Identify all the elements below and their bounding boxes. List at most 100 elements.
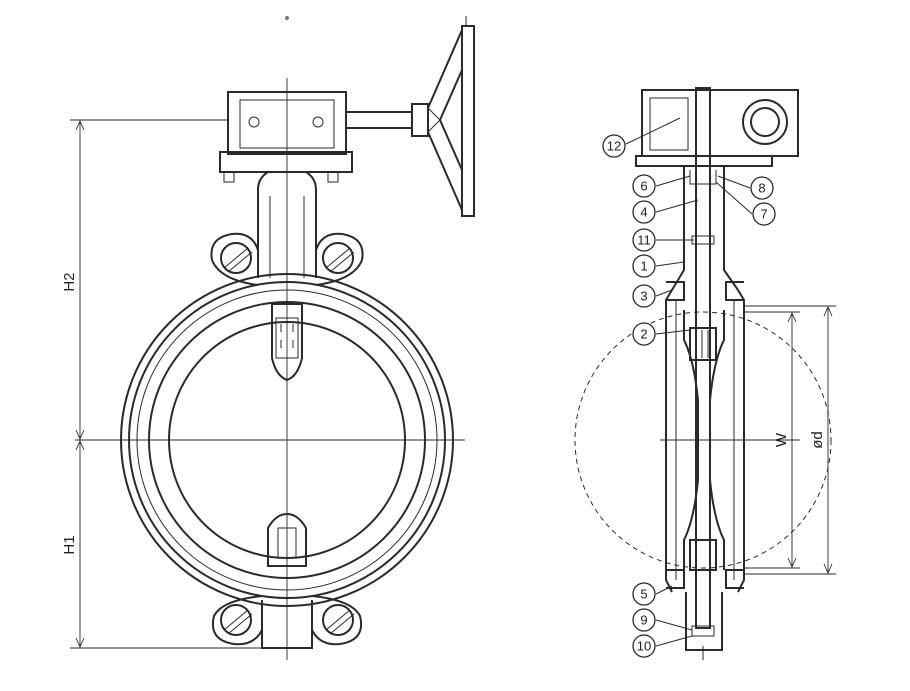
callout-8-text: 8	[758, 181, 765, 196]
side-body-right	[737, 289, 745, 593]
seat-ring	[148, 301, 426, 579]
h2-label: H2	[61, 272, 78, 291]
callout-6-text: 6	[640, 179, 647, 194]
upper-seat-left	[666, 281, 685, 301]
callout-7-text: 7	[760, 207, 767, 222]
lower-right-bolt-hole	[322, 604, 354, 636]
h1-arrows	[75, 439, 85, 649]
bottom-stem-housing	[685, 592, 723, 651]
upper-left-bolt-hatch	[223, 247, 253, 273]
lower-bushing	[689, 539, 717, 571]
disc-profile	[683, 310, 725, 570]
body-ring-2	[128, 281, 446, 599]
lower-stem-square	[277, 527, 297, 559]
front-dimensions: H2 H1	[61, 119, 262, 649]
gearbox-base-flange	[219, 151, 353, 173]
leader-7	[715, 181, 753, 215]
leader-8	[717, 175, 751, 189]
gearbox-stud-right	[327, 171, 339, 183]
callout-6: 6	[632, 174, 656, 198]
callout-3-text: 3	[640, 289, 647, 304]
lower-seat-right	[725, 569, 744, 589]
side-neck	[671, 166, 739, 291]
w-arrows	[787, 311, 797, 569]
callout-8: 8	[750, 176, 774, 200]
lower-right-lug	[311, 595, 362, 646]
h2-arrows	[75, 119, 85, 441]
callout-11: 11	[632, 228, 656, 252]
packing-seal	[689, 170, 717, 185]
callout-1-text: 1	[640, 259, 647, 274]
front-view	[75, 16, 475, 660]
leader-5	[655, 585, 673, 595]
body-outer-ring	[120, 273, 454, 607]
upper-right-bolt-hatch	[325, 247, 355, 273]
gearbox-bolt-right	[312, 116, 324, 128]
handwheel-spoke-web	[427, 107, 441, 133]
lower-seat-left	[666, 569, 685, 589]
upper-bushing	[689, 327, 717, 361]
leader-12	[625, 117, 681, 145]
callout-5: 5	[632, 582, 656, 606]
callout-5-text: 5	[640, 587, 647, 602]
side-gearbox-inner	[649, 97, 689, 151]
upper-right-bolt-hole	[322, 242, 354, 274]
callout-7: 7	[752, 202, 776, 226]
upper-bushing-marks	[695, 330, 709, 358]
side-gearbox-housing	[641, 89, 799, 157]
side-dimensions: W ød	[744, 305, 836, 575]
lower-left-lug	[212, 595, 263, 646]
leader-3	[655, 289, 673, 297]
upper-left-lug	[210, 232, 259, 286]
side-view	[574, 87, 832, 660]
h1-label: H1	[61, 535, 78, 554]
upper-neck-inner	[269, 196, 305, 278]
callout-11-text: 11	[637, 233, 651, 248]
body-ring-3	[136, 289, 438, 591]
worm-gear-outer	[742, 99, 788, 145]
upper-seat-right	[725, 281, 744, 301]
leader-9	[655, 619, 693, 631]
worm-gear-inner	[750, 107, 780, 137]
upper-stem-marks	[280, 324, 294, 348]
d-arrows	[823, 305, 833, 575]
callout-3: 3	[632, 284, 656, 308]
upper-stem-square	[275, 317, 299, 359]
callout-4-text: 4	[640, 205, 647, 220]
callout-2-text: 2	[640, 327, 647, 342]
lower-right-bolt-hatch	[325, 609, 355, 635]
upper-stem-boss	[271, 303, 303, 382]
callout-4: 4	[632, 200, 656, 224]
leader-1	[655, 261, 685, 267]
leader-2	[655, 329, 691, 335]
callout-10: 10	[632, 634, 656, 658]
side-gearbox-base	[635, 155, 773, 167]
callout-2: 2	[632, 322, 656, 346]
lower-left-bolt-hatch	[223, 609, 253, 635]
callout-1: 1	[632, 254, 656, 278]
leader-10	[655, 635, 693, 647]
upper-left-bolt-hole	[220, 242, 252, 274]
d-label: ød	[809, 431, 826, 449]
leader-lines	[625, 117, 753, 647]
side-body-left	[665, 289, 673, 593]
callout-9: 9	[632, 608, 656, 632]
upper-right-lug	[315, 232, 364, 286]
gearbox-housing	[227, 91, 347, 155]
callout-9-text: 9	[640, 613, 647, 628]
disc-swing-circle	[574, 311, 832, 569]
lower-stem-boss	[267, 512, 307, 567]
gearbox-bolt-left	[248, 116, 260, 128]
callout-10-text: 10	[637, 639, 651, 654]
leader-6	[655, 175, 691, 187]
handwheel-hub	[411, 103, 429, 137]
handwheel-rim	[461, 25, 475, 217]
lower-neck	[261, 600, 313, 649]
handwheel-spokes	[427, 29, 463, 211]
gearbox-stud-left	[223, 171, 235, 183]
bottom-plug	[691, 625, 715, 637]
gearbox-cover	[239, 99, 335, 149]
callout-12-text: 12	[607, 139, 621, 154]
callout-12: 12	[602, 134, 626, 158]
